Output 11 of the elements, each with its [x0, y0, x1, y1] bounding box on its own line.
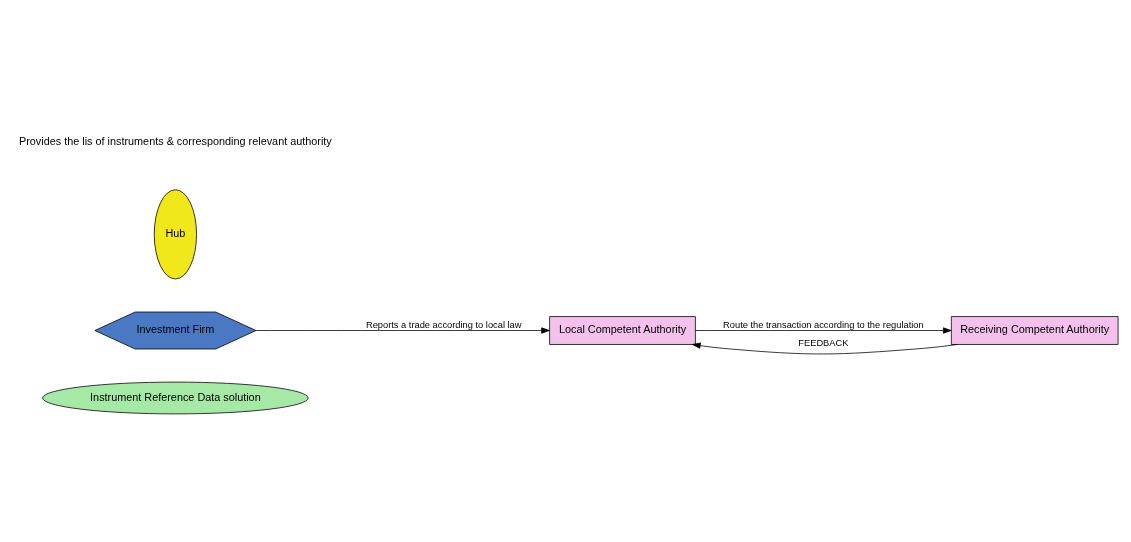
node-ellipse: Hub [153, 189, 197, 280]
arrow [692, 342, 958, 355]
arrow [695, 327, 952, 334]
edge-label: Route the transaction according to the regulation [723, 319, 924, 330]
node-ellipse: Instrument Reference Data solution [42, 381, 309, 415]
node-box: Receiving Competent Authority [950, 316, 1119, 345]
label: Provides the lis of instruments & corresponding relevant authority [18, 134, 332, 147]
node-box: Local Competent Authority [549, 316, 696, 345]
edge-label: FEEDBACK [798, 337, 849, 348]
edge-label: Reports a trade according to local law [365, 319, 522, 330]
arrow [255, 327, 550, 334]
